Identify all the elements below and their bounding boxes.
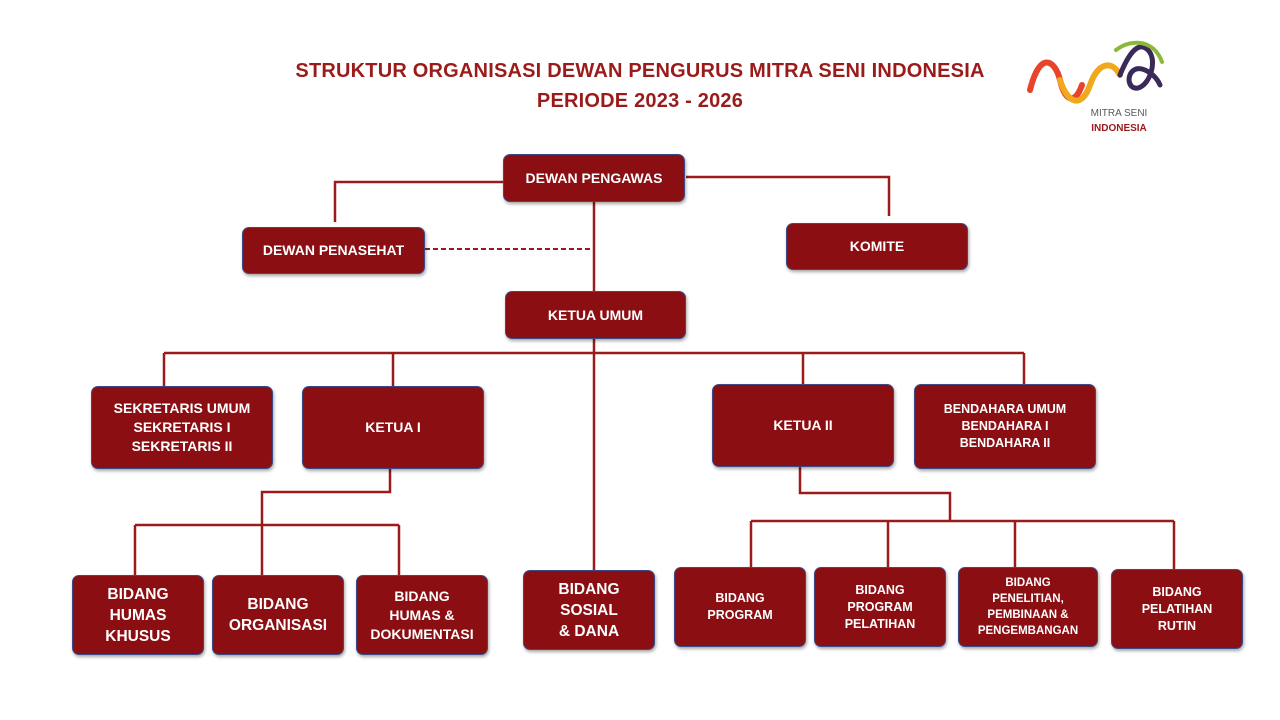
bidang-penelitian-line4: PENGEMBANGAN: [977, 625, 1079, 637]
node-bidang-pelatihan-rutin: BIDANG PELATIHAN RUTIN: [1111, 569, 1243, 649]
sekretaris-umum-label: SEKRETARIS UMUM: [113, 400, 251, 416]
bidang-sosial-dana-line3: & DANA: [558, 622, 620, 640]
line-ketua2-down: [798, 467, 952, 521]
bidang-humas-dok-line3: DOKUMENTASI: [370, 625, 474, 642]
title-line-2: PERIODE 2023 - 2026: [536, 90, 744, 112]
node-bidang-humas-dokumentasi: BIDANG HUMAS & DOKUMENTASI: [356, 575, 488, 655]
bidang-penelitian-line3: PEMBINAAN &: [987, 609, 1069, 621]
line-pengawas-komite: [686, 175, 891, 216]
node-ketua-1: KETUA I: [302, 386, 484, 469]
bidang-program-line2: PROGRAM: [707, 608, 773, 622]
page-title: STRUKTUR ORGANISASI DEWAN PENGURUS MITRA…: [240, 56, 1040, 116]
bidang-program-pelatihan-line1: BIDANG: [855, 582, 905, 597]
node-dewan-penasehat: DEWAN PENASEHAT: [242, 227, 425, 274]
bidang-humas-khusus-line2: HUMAS: [109, 606, 167, 624]
node-bidang-organisasi: BIDANG ORGANISASI: [212, 575, 344, 655]
bidang-organisasi-line1: BIDANG: [247, 596, 309, 613]
node-bidang-humas-khusus: BIDANG HUMAS KHUSUS: [72, 575, 204, 655]
node-bidang-sosial-dana: BIDANG SOSIAL & DANA: [523, 570, 655, 650]
mitra-seni-logo-icon: [1027, 40, 1164, 104]
bidang-program-pelatihan-line2: PROGRAM: [847, 599, 913, 614]
bidang-pelatihan-rutin-line3: RUTIN: [1157, 618, 1197, 633]
bendahara-umum-label: BENDAHARA UMUM: [943, 402, 1067, 416]
bidang-penelitian-line1: BIDANG: [1005, 577, 1051, 589]
node-ketua-2-label: KETUA II: [773, 417, 833, 433]
line-ketua1-down: [260, 469, 392, 575]
node-sekretaris: SEKRETARIS UMUM SEKRETARIS I SEKRETARIS …: [91, 386, 273, 469]
bidang-pelatihan-rutin-line2: PELATIHAN: [1141, 601, 1213, 616]
bidang-sosial-dana-line2: SOSIAL: [560, 601, 618, 619]
node-dewan-pengawas: DEWAN PENGAWAS: [503, 154, 685, 202]
node-ketua-umum: KETUA UMUM: [505, 291, 686, 339]
line-pengawas-penasehat: [333, 180, 503, 222]
bidang-humas-dok-line2: HUMAS &: [389, 606, 455, 623]
sekretaris-2-label: SEKRETARIS II: [131, 438, 233, 454]
bidang-humas-khusus-line3: KHUSUS: [105, 627, 171, 645]
bidang-humas-dok-line1: BIDANG: [394, 587, 450, 604]
node-dewan-penasehat-label: DEWAN PENASEHAT: [262, 242, 405, 258]
logo-name: MITRA SENI: [1090, 108, 1148, 119]
node-ketua-1-label: KETUA I: [365, 419, 421, 435]
title-line-1: STRUKTUR ORGANISASI DEWAN PENGURUS MITRA…: [295, 60, 985, 82]
node-bidang-program-pelatihan: BIDANG PROGRAM PELATIHAN: [814, 567, 946, 647]
bendahara-2-label: BENDAHARA II: [959, 436, 1051, 450]
node-bendahara: BENDAHARA UMUM BENDAHARA I BENDAHARA II: [914, 384, 1096, 469]
bidang-pelatihan-rutin-line1: BIDANG: [1152, 584, 1202, 599]
node-komite: KOMITE: [786, 223, 968, 270]
logo-country: INDONESIA: [1091, 123, 1147, 134]
bendahara-1-label: BENDAHARA I: [961, 419, 1049, 433]
node-dewan-pengawas-label: DEWAN PENGAWAS: [525, 169, 663, 186]
node-ketua-umum-label: KETUA UMUM: [547, 306, 644, 323]
node-bidang-penelitian: BIDANG PENELITIAN, PEMBINAAN & PENGEMBAN…: [958, 567, 1098, 647]
bidang-organisasi-line2: ORGANISASI: [228, 617, 328, 634]
bidang-program-line1: BIDANG: [715, 591, 765, 605]
node-komite-label: KOMITE: [849, 238, 905, 254]
bidang-humas-khusus-line1: BIDANG: [107, 585, 169, 603]
bidang-sosial-dana-line1: BIDANG: [558, 580, 620, 598]
node-ketua-2: KETUA II: [712, 384, 894, 467]
node-bidang-program: BIDANG PROGRAM: [674, 567, 806, 647]
bidang-program-pelatihan-line3: PELATIHAN: [844, 616, 916, 631]
bidang-penelitian-line2: PENELITIAN,: [992, 593, 1064, 605]
sekretaris-1-label: SEKRETARIS I: [133, 419, 231, 435]
